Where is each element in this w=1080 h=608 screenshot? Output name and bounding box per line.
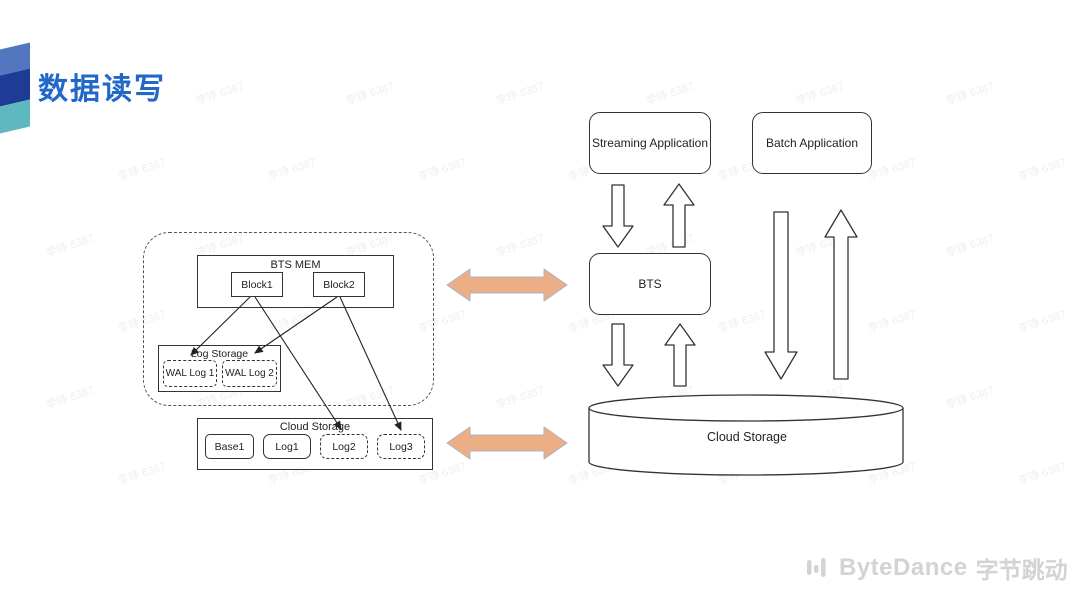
bts-box: BTS — [589, 253, 711, 315]
watermark-text: 李铮 6387 — [416, 156, 468, 184]
title-accent-icon — [0, 42, 30, 134]
watermark-text: 李铮 6387 — [1016, 156, 1068, 184]
watermark-text: 李铮 6387 — [866, 460, 918, 488]
log3-box: Log3 — [377, 434, 425, 459]
watermark-text: 李铮 6387 — [344, 80, 396, 108]
watermark-text: 李铮 6387 — [1016, 460, 1068, 488]
log2-box: Log2 — [320, 434, 368, 459]
watermark-text: 李铮 6387 — [44, 384, 96, 412]
watermark-text: 李铮 6387 — [44, 232, 96, 260]
arrow-cloud-to-batch — [824, 209, 858, 380]
block1-box: Block1 — [231, 272, 283, 297]
accent-band-bottom — [0, 99, 30, 134]
bytedance-logo-icon — [807, 558, 826, 577]
watermark-text: 李铮 6387 — [116, 460, 168, 488]
arrow-batch-to-cloud — [764, 211, 798, 380]
watermark-text: 李铮 6387 — [194, 80, 246, 108]
watermark-text: 李铮 6387 — [494, 80, 546, 108]
watermark-text: 李铮 6387 — [794, 80, 846, 108]
wal-log-1-box: WAL Log 1 — [163, 360, 217, 387]
arrow-cloud-to-bts — [664, 323, 696, 387]
cloud-storage-cylinder-label: Cloud Storage — [707, 430, 787, 444]
watermark-text: 李铮 6387 — [644, 384, 696, 412]
streaming-application-box: Streaming Application — [589, 112, 711, 174]
wal-log-2-box: WAL Log 2 — [222, 360, 277, 387]
watermark-text: 李铮 6387 — [866, 156, 918, 184]
watermark-text: 李铮 6387 — [944, 80, 996, 108]
watermark-text: 李铮 6387 — [644, 80, 696, 108]
watermark-text: 李铮 6387 — [716, 460, 768, 488]
watermark-text: 李铮 6387 — [494, 232, 546, 260]
arrow-bts-to-cloud — [602, 323, 634, 387]
watermark-text: 李铮 6387 — [944, 232, 996, 260]
watermark-text: 李铮 6387 — [566, 460, 618, 488]
watermark-text: 李铮 6387 — [716, 308, 768, 336]
bytedance-logo-text-cn: 字节跳动 — [975, 557, 1068, 583]
arrow-bts-to-streaming — [663, 183, 695, 248]
bytedance-logo-text-en: ByteDance — [839, 554, 968, 581]
watermark-text: 李铮 6387 — [794, 232, 846, 260]
arrow-storage-sync — [446, 426, 568, 460]
bytedance-logo: ByteDance 字节跳动 — [806, 551, 1068, 585]
watermark-text: 李铮 6387 — [1016, 308, 1068, 336]
watermark-text: 李铮 6387 — [794, 384, 846, 412]
log-storage-label: Log Storage — [190, 348, 249, 360]
base1-box: Base1 — [205, 434, 254, 459]
block2-box: Block2 — [313, 272, 365, 297]
watermark-text: 李铮 6387 — [866, 308, 918, 336]
log1-box: Log1 — [263, 434, 311, 459]
cloud-storage-left-label: Cloud Storage — [279, 421, 351, 433]
arrow-mem-sync — [446, 268, 568, 302]
watermark-text: 李铮 6387 — [944, 384, 996, 412]
sync-arrows — [446, 268, 568, 460]
bts-mem-label: BTS MEM — [270, 259, 321, 271]
watermark-text: 李铮 6387 — [494, 384, 546, 412]
watermark-text: 李铮 6387 — [116, 156, 168, 184]
watermark-text: 李铮 6387 — [266, 156, 318, 184]
arrow-streaming-to-bts — [602, 184, 634, 248]
batch-application-box: Batch Application — [752, 112, 872, 174]
page-title: 数据读写 — [38, 73, 166, 106]
